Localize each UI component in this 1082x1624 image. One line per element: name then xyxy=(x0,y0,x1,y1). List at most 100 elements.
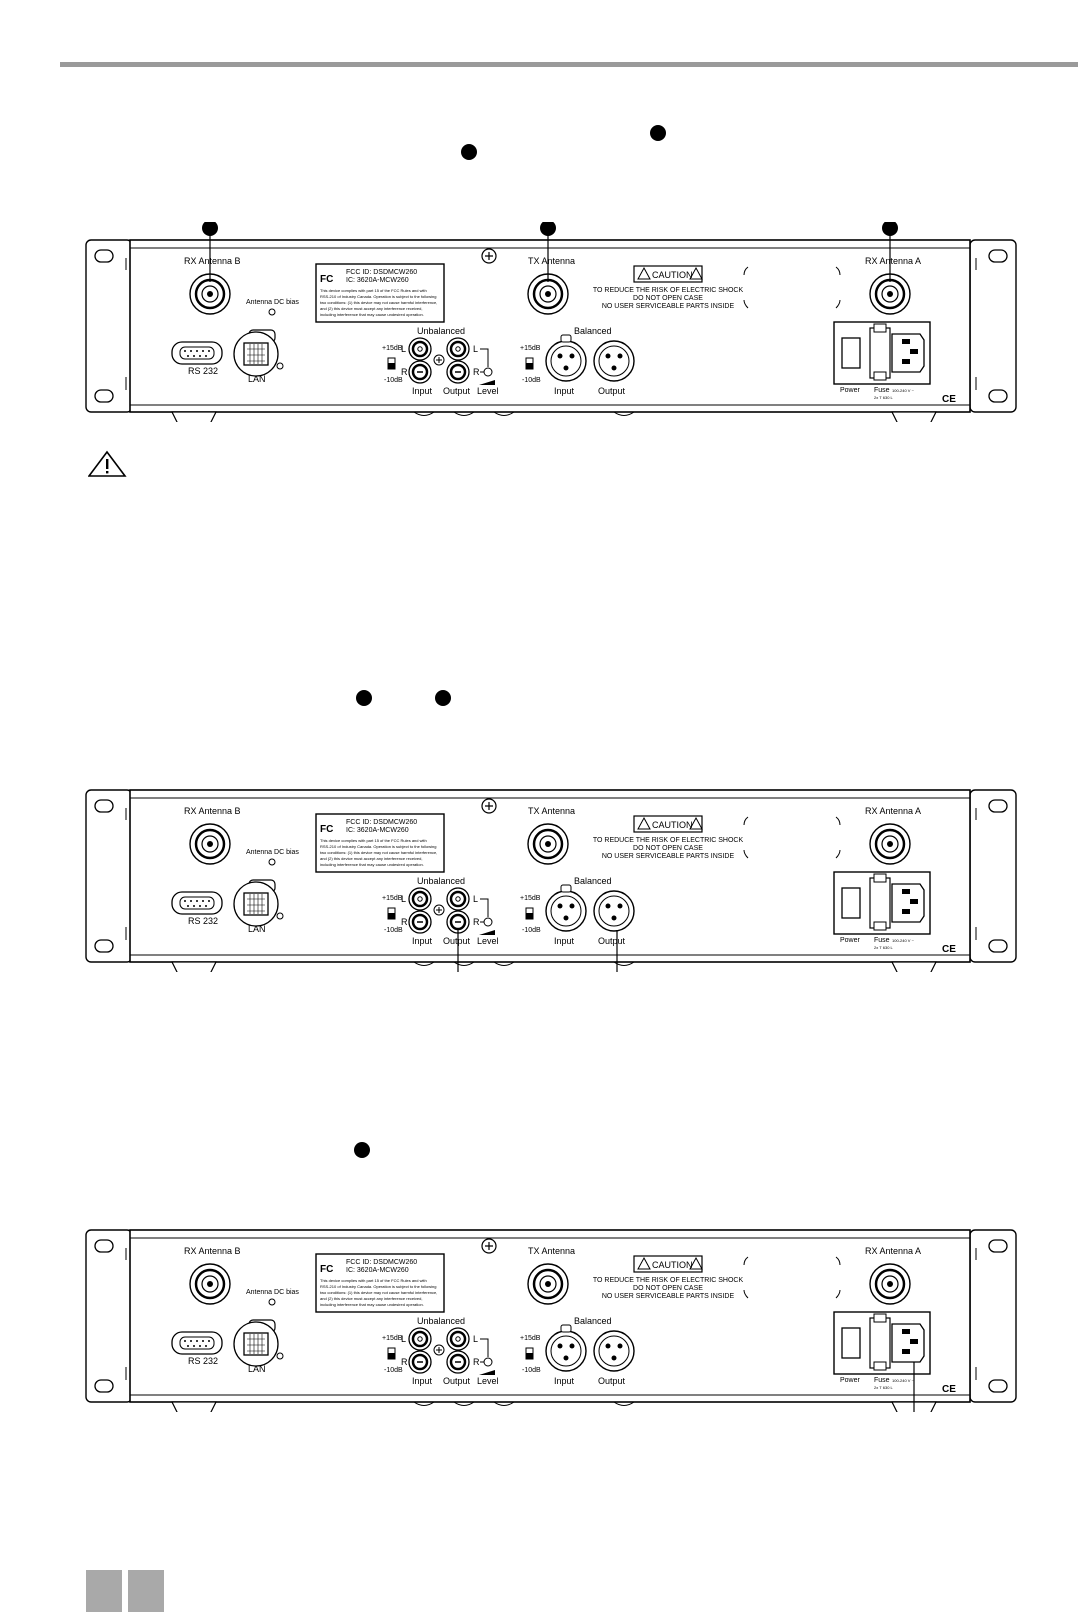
reference-marker xyxy=(354,1142,370,1158)
rx-antenna-b-connector-pin xyxy=(207,291,213,297)
rs232-pin xyxy=(199,355,201,357)
caution-shock-icon xyxy=(689,266,703,280)
balanced-gain-switch-knob xyxy=(526,363,533,369)
tx-antenna-connector-inner xyxy=(539,285,557,303)
level-wedge-icon xyxy=(479,1370,495,1375)
screw-cross xyxy=(485,1242,493,1250)
tx-antenna-connector-pin xyxy=(545,1281,551,1287)
iec-pin xyxy=(902,1329,910,1334)
rs232-pin xyxy=(202,350,204,352)
shock-warning-line: DO NOT OPEN CASE xyxy=(633,295,703,302)
fuse-drawer xyxy=(869,877,891,929)
fcc-text-line: and (2) this device must accept any inte… xyxy=(320,856,423,861)
balanced-input-xlr-pin-0 xyxy=(557,353,563,359)
caution-label: CAUTION xyxy=(652,270,693,280)
footer-block-left xyxy=(86,1570,122,1612)
rs232-pin xyxy=(187,355,189,357)
unbalanced-label: Unbalanced xyxy=(417,1316,465,1326)
fuse-drawer-tab xyxy=(873,1313,887,1323)
input-r-label: R xyxy=(401,367,408,377)
rack-slot xyxy=(988,389,1008,403)
caution-shock-icon xyxy=(689,816,703,830)
fcc-text-line: two conditions: (1) this device may not … xyxy=(320,300,437,305)
fuse-drawer-tab xyxy=(873,371,887,381)
ground-screw-cross xyxy=(436,907,442,913)
rx-antenna-a-label: RX Antenna A xyxy=(865,1246,921,1256)
balanced-input-xlr-pin-2 xyxy=(563,1355,569,1361)
balanced-input-xlr-pin-2 xyxy=(563,365,569,371)
tx-antenna-label: TX Antenna xyxy=(528,806,575,816)
rx-antenna-a-label: RX Antenna A xyxy=(865,256,921,266)
input-r-label: R xyxy=(401,917,408,927)
antenna-dc-bias-led xyxy=(268,858,276,866)
rx-antenna-a-connector-ring xyxy=(874,828,906,860)
shock-warning-line: NO USER SERVICEABLE PARTS INSIDE xyxy=(602,303,735,310)
rack-ear xyxy=(85,239,133,413)
balanced-input-label: Input xyxy=(554,1376,575,1386)
chassis xyxy=(129,789,971,963)
foot-marks xyxy=(413,411,635,416)
tx-antenna-connector-pin xyxy=(545,841,551,847)
lan-label: LAN xyxy=(248,1364,266,1374)
balanced-output-xlr-pin-2 xyxy=(611,1355,617,1361)
iec-pin xyxy=(910,1339,918,1344)
ic-id: IC: 3620A-MCW260 xyxy=(346,1267,409,1274)
balanced-output-xlr-pin-0 xyxy=(605,903,611,909)
balanced-plus15db-label: +15dB xyxy=(520,345,541,352)
shock-warning-line: TO REDUCE THE RISK OF ELECTRIC SHOCK xyxy=(593,1277,744,1284)
input-l-label: L xyxy=(401,894,406,904)
fcc-text-line: RSS-210 of Industry Canada. Operation is… xyxy=(320,294,437,299)
shock-warning-line: NO USER SERVICEABLE PARTS INSIDE xyxy=(602,1293,735,1300)
power-label: Power xyxy=(840,937,861,944)
level-trim-pot xyxy=(483,1357,493,1367)
shock-warning-line: DO NOT OPEN CASE xyxy=(633,845,703,852)
iec-pin xyxy=(910,899,918,904)
caution-box xyxy=(633,265,703,283)
rs232-pin xyxy=(208,1340,210,1342)
balanced-input-xlr-pin-1 xyxy=(569,903,575,909)
fcc-text-line: RSS-210 of Industry Canada. Operation is… xyxy=(320,844,437,849)
input-l-label: L xyxy=(401,1334,406,1344)
lan-contacts xyxy=(247,344,265,364)
rs232-pin xyxy=(193,905,195,907)
antenna-dc-bias-led xyxy=(268,308,276,316)
unbalanced-minus10db-label: -10dB xyxy=(384,1367,403,1374)
label-corner-marks xyxy=(743,266,841,309)
rs232-pin xyxy=(187,1345,189,1347)
fcc-text-line: and (2) this device must accept any inte… xyxy=(320,1296,423,1301)
iec-pin xyxy=(902,889,910,894)
level-bracket xyxy=(480,1338,489,1357)
rs232-socket xyxy=(179,1336,215,1350)
unbalanced-input-r-jack-ring xyxy=(411,1353,429,1371)
rx-antenna-b-connector-inner xyxy=(201,1275,219,1293)
antenna-dc-bias-label: Antenna DC bias xyxy=(246,299,299,306)
output-r-label: R xyxy=(473,1357,480,1367)
unbalanced-plus15db-label: +15dB xyxy=(382,345,403,352)
iec-pin xyxy=(902,359,910,364)
caution-label: CAUTION xyxy=(652,1260,693,1270)
reference-marker xyxy=(461,144,477,160)
callout-marker xyxy=(202,222,218,236)
input-l-label: L xyxy=(401,344,406,354)
output-r-label: R xyxy=(473,367,480,377)
unbalanced-input-label: Input xyxy=(412,936,433,946)
rack-ear xyxy=(969,789,1017,963)
balanced-output-label: Output xyxy=(598,386,626,396)
foot xyxy=(171,961,217,972)
output-l-label: L xyxy=(473,344,478,354)
unbalanced-input-r-jack-ring xyxy=(411,913,429,931)
rack-slot xyxy=(94,249,114,263)
output-r-label: R xyxy=(473,917,480,927)
unbalanced-output-r-jack-ring xyxy=(449,913,467,931)
foot-marks xyxy=(413,961,635,966)
unbalanced-output-l-jack-pin xyxy=(455,896,461,902)
iec-pin xyxy=(910,349,918,354)
balanced-input-xlr-pin-1 xyxy=(569,353,575,359)
unbalanced-input-label: Input xyxy=(412,1376,433,1386)
rack-slot xyxy=(94,389,114,403)
balanced-output-xlr-pin-0 xyxy=(605,353,611,359)
rx-antenna-a-connector-pin xyxy=(887,291,893,297)
level-label: Level xyxy=(477,386,499,396)
